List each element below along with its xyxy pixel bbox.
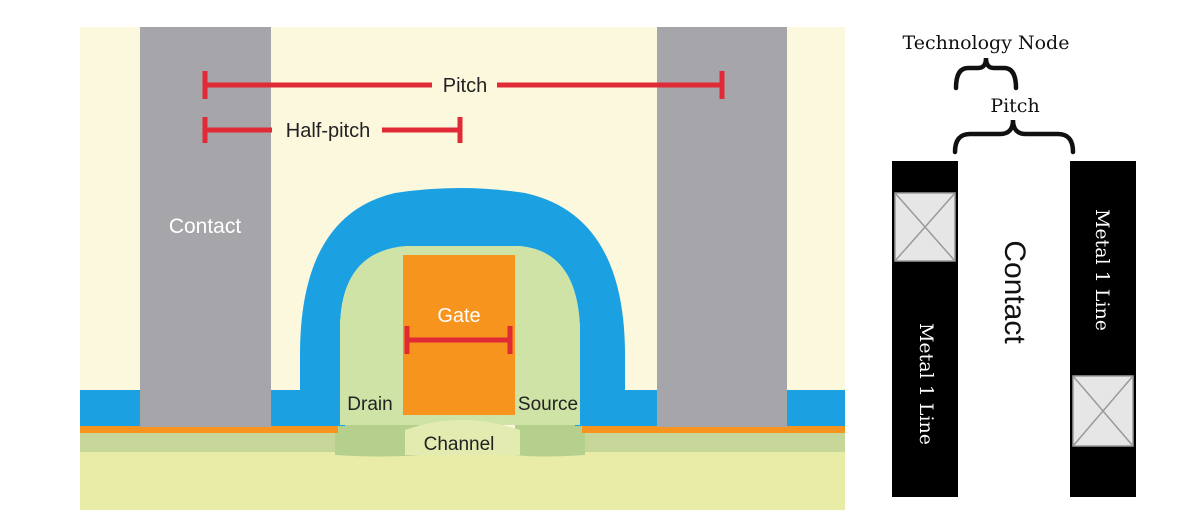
- silicide-strip-right: [582, 425, 845, 433]
- metal-line-pitch-figure: Technology Node Pitch Metal 1 Line Conta…: [892, 32, 1136, 497]
- gate-length-dimension: [404, 326, 513, 354]
- source-region: [515, 415, 585, 457]
- pitch-dimension: [202, 71, 725, 99]
- drain-label: Drain: [347, 394, 392, 415]
- substrate: [80, 445, 845, 510]
- contact-label-right: Contact: [998, 240, 1031, 344]
- spacer-arch: [300, 188, 625, 425]
- contact-label: Contact: [169, 215, 242, 238]
- blue-layer-right-edge: [787, 390, 845, 426]
- half-pitch-dimension: [202, 117, 463, 143]
- source-label: Source: [518, 394, 578, 415]
- drain-region: [335, 415, 420, 457]
- metal-line-right-label: Metal 1 Line: [1091, 209, 1113, 331]
- technology-node-brace: [953, 57, 1019, 91]
- transistor-cross-section: Pitch Half-pitch Contact Gate Drain Sour…: [80, 27, 845, 510]
- via-left: [894, 192, 956, 262]
- channel-label: Channel: [424, 434, 495, 455]
- gate-label: Gate: [437, 305, 480, 327]
- metal-line-left-label: Metal 1 Line: [915, 323, 937, 445]
- pitch-brace: [952, 119, 1076, 155]
- via-right: [1072, 375, 1134, 447]
- channel-zone: [405, 420, 520, 455]
- blue-layer-left-edge: [80, 390, 140, 426]
- pitch-label-right: Pitch: [990, 95, 1039, 117]
- silicide-strip-left: [80, 425, 338, 433]
- half-pitch-label: Half-pitch: [286, 120, 370, 142]
- technology-node-label: Technology Node: [903, 32, 1070, 54]
- gate-block: [403, 255, 515, 415]
- pitch-label: Pitch: [443, 75, 487, 97]
